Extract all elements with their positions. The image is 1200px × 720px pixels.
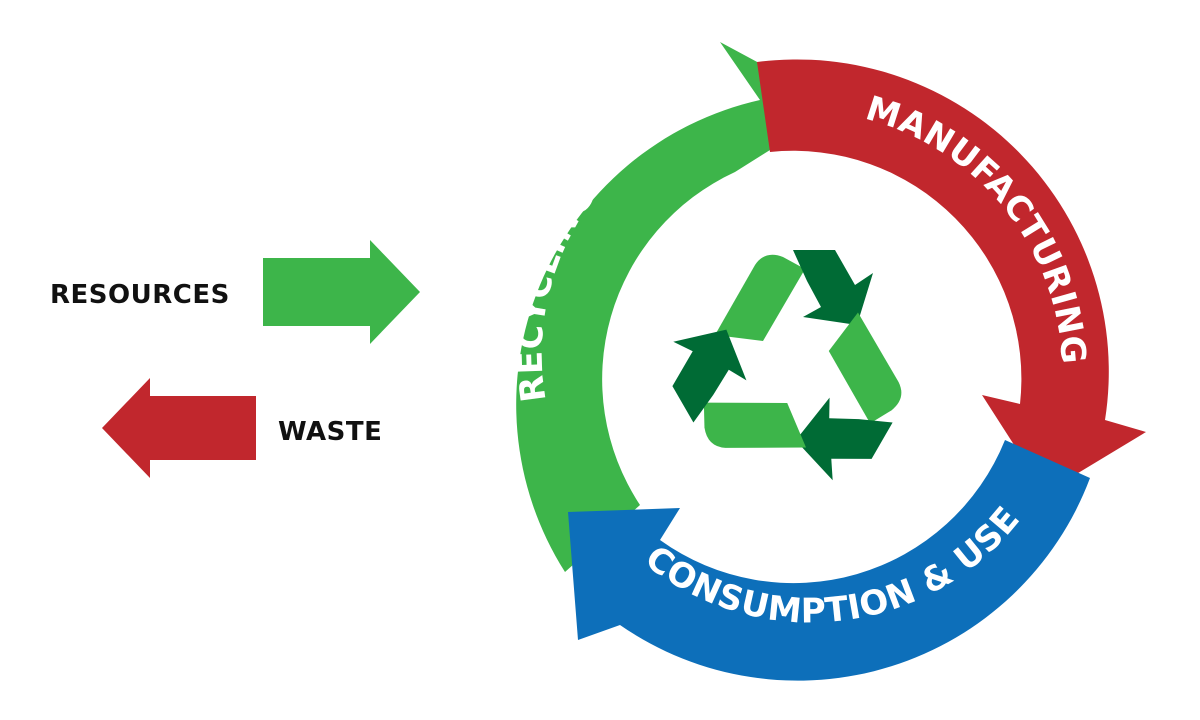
consumption-arrow bbox=[568, 440, 1090, 681]
manufacturing-arrow bbox=[757, 59, 1146, 493]
resources-arrow-icon bbox=[263, 240, 420, 344]
waste-arrow-icon bbox=[102, 378, 256, 478]
waste-label: WASTE bbox=[278, 417, 382, 447]
resources-label: RESOURCES bbox=[50, 280, 230, 310]
recycle-icon bbox=[672, 250, 902, 481]
recycling-arrow bbox=[516, 42, 800, 572]
legend: RESOURCES WASTE bbox=[50, 240, 420, 478]
